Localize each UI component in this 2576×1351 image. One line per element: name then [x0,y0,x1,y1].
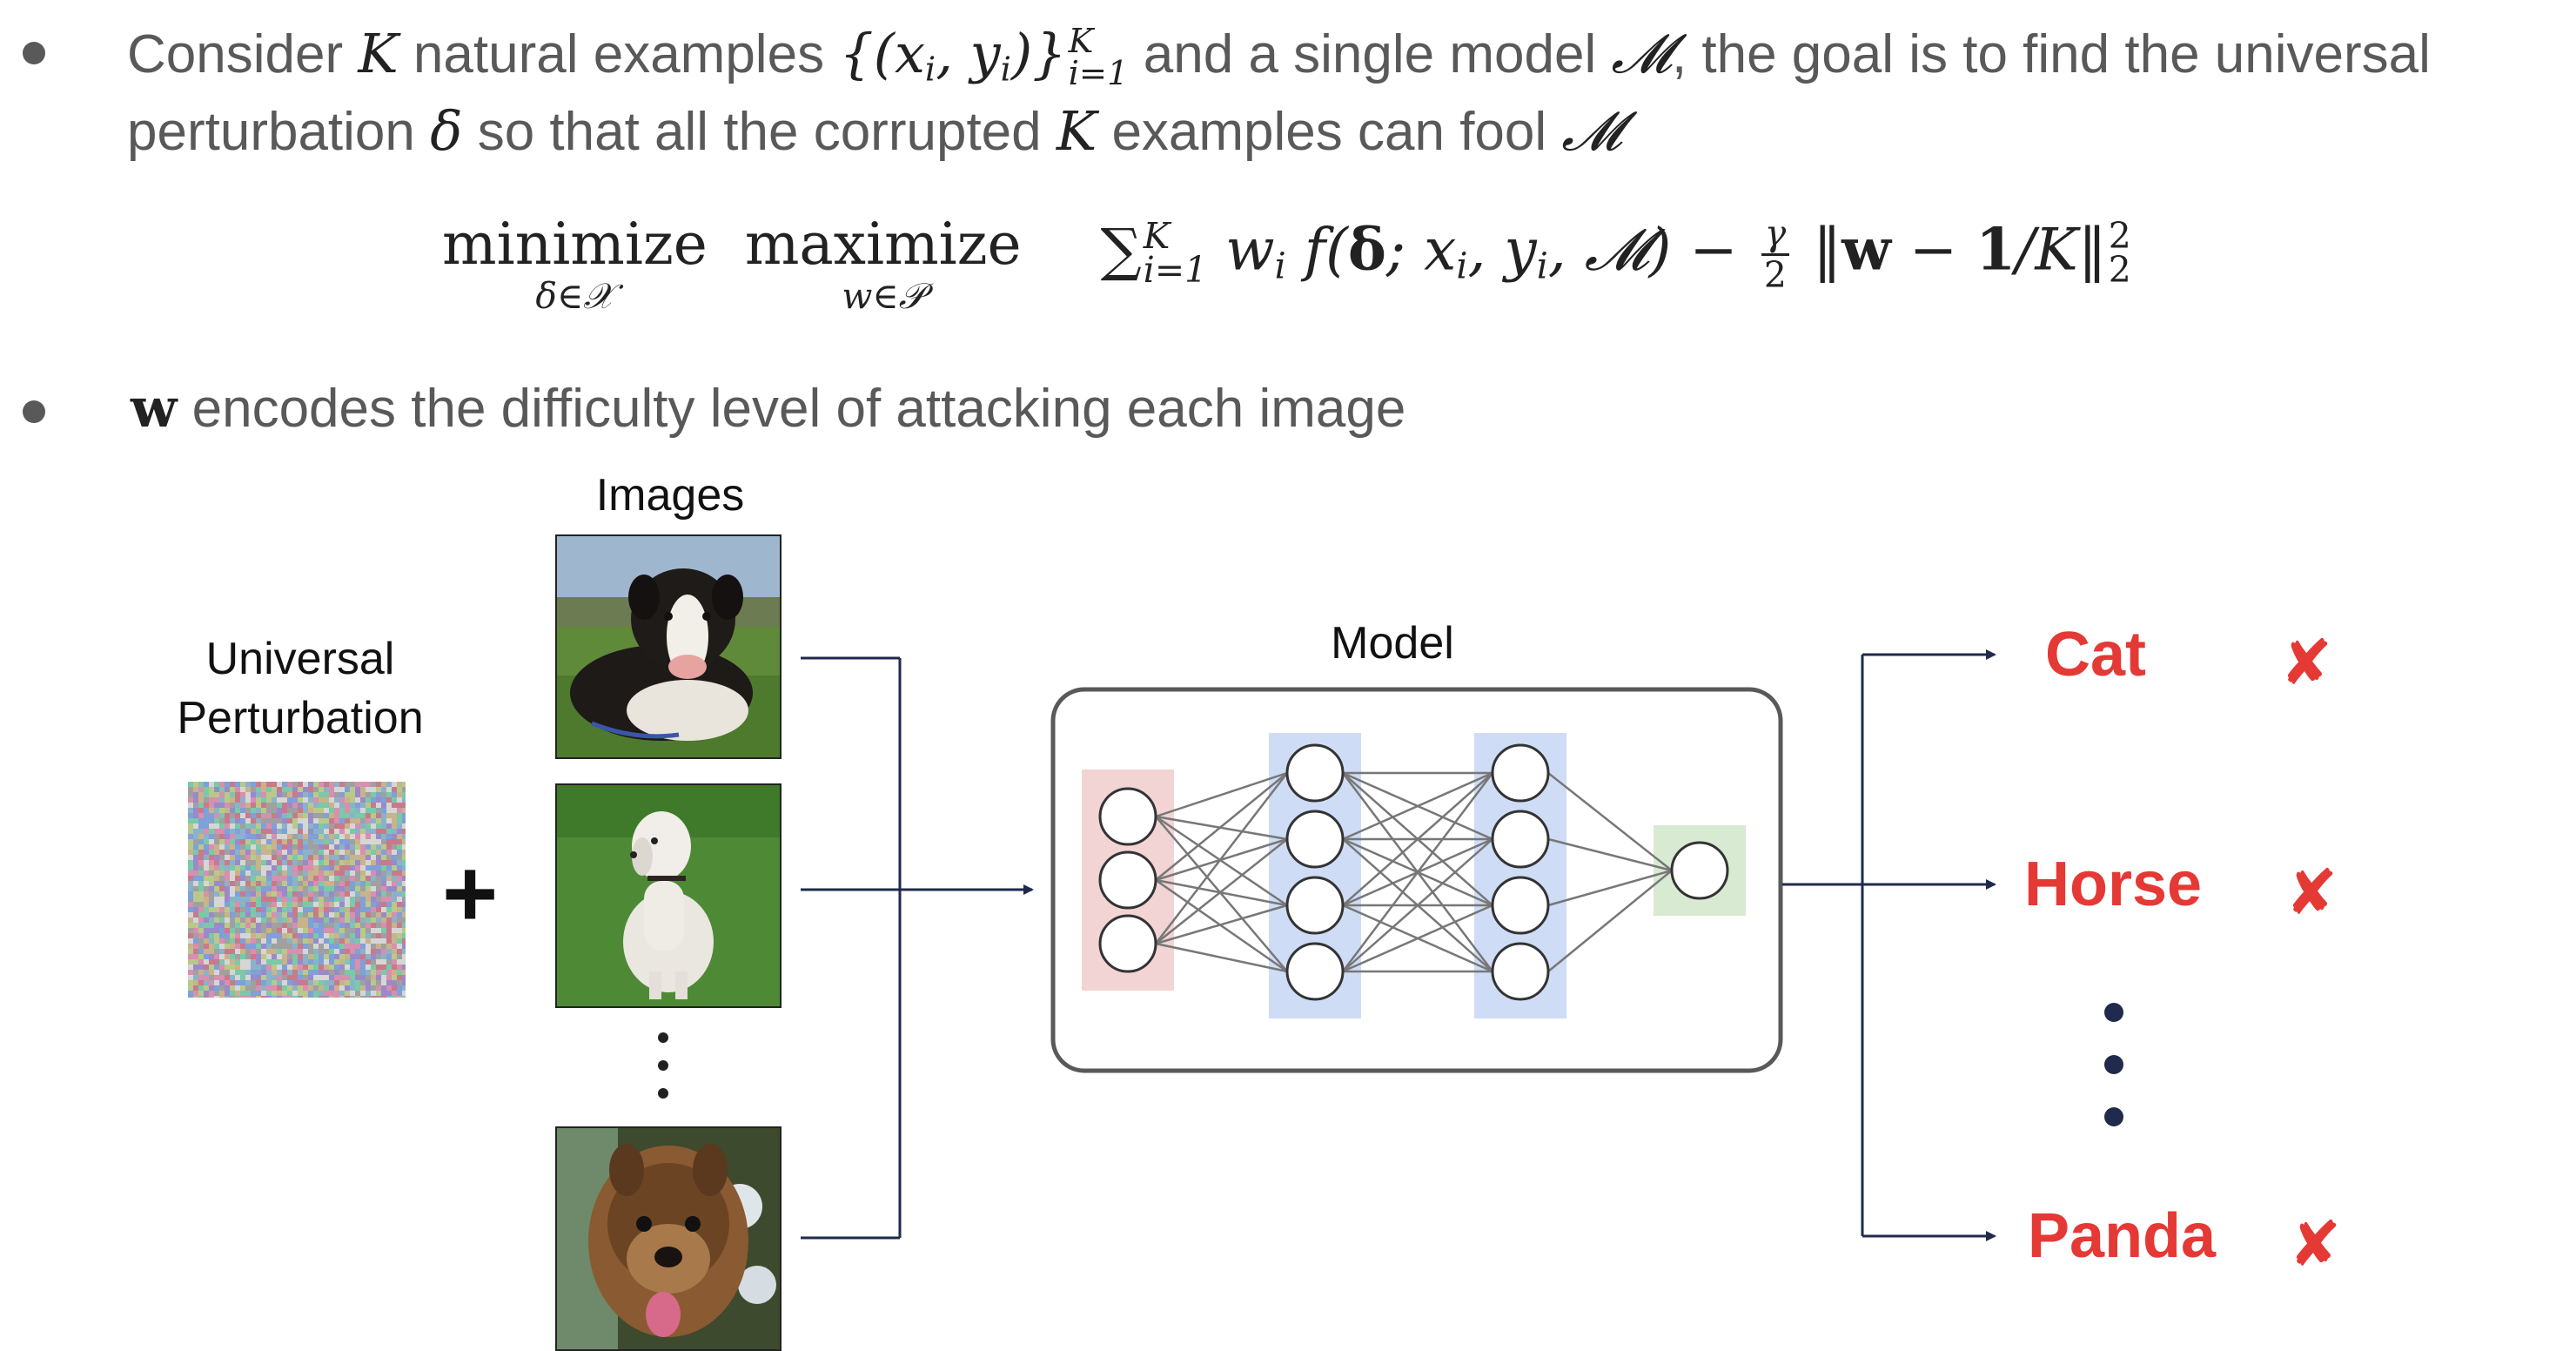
neuron-node [1098,850,1157,910]
ellipsis-dot [2104,1003,2123,1022]
neuron-node [1491,942,1550,1001]
network-edge [1155,904,1288,945]
network-edge [1342,838,1493,972]
neuron-node [1285,810,1345,869]
network-edge [1155,771,1288,818]
var-m: 𝓜 [1561,99,1622,163]
network-edge [1342,772,1493,972]
var-delta: δ [430,99,463,163]
network-edges [1155,771,1673,973]
ellipsis-dot [2104,1107,2123,1126]
network-edge [1342,771,1493,841]
images-label: Images [595,470,745,521]
output-label-horse: Horse [2024,850,2203,919]
network-edge [1547,772,1673,871]
output-label-panda: Panda [2028,1201,2217,1271]
neuron-node [1491,810,1550,869]
network-edge [1155,816,1288,972]
output-bracket [1782,655,1864,1236]
network-nodes [1098,743,1729,1001]
universal-perturbation-label: Universal Perturbation [177,634,424,743]
network-edge [1547,870,1673,972]
neuron-node [1491,743,1550,803]
network-edge [1342,772,1493,906]
neuron-node [1491,876,1550,935]
network-edge [1342,904,1493,973]
bullet-point [23,400,45,423]
network-edge [1155,878,1288,973]
cross-mark-icon: ✘ [2289,1210,2342,1280]
network-edge [1155,772,1288,881]
bullet-point [23,42,45,64]
bullet-2: w encodes the difficulty level of attack… [131,376,1406,440]
network-edge [1155,942,1288,973]
network-edge [1547,869,1673,907]
dog-image-1 [555,534,782,759]
ellipsis-dot [2104,1055,2123,1074]
model-label: Model [1331,618,1454,669]
network-edge [1155,772,1288,944]
neuron-node [1285,942,1345,1001]
input-bracket [801,656,902,1240]
network-edge [1155,838,1288,944]
universal-perturbation-noise-image [188,782,406,998]
output-label-cat: Cat [2045,620,2147,689]
dog-image-3 [555,1126,782,1351]
var-k: K [1056,99,1097,163]
neuron-node [1670,841,1729,900]
neuron-node [1285,876,1345,935]
network-edge [1155,815,1288,907]
neuron-node [1098,787,1157,846]
var-m: 𝓜 [1611,22,1672,86]
neuron-node [1285,743,1345,803]
ellipsis-dot [658,1088,668,1099]
plus-sign: + [442,840,499,947]
cross-mark-icon: ✘ [2280,628,2333,698]
network-edge [1547,837,1673,872]
ellipsis-dot [658,1032,668,1043]
dog-image-2 [555,783,782,1008]
model-box [1050,687,1783,1073]
var-k: K [358,22,399,86]
ellipsis-dot [658,1060,668,1071]
cross-mark-icon: ✘ [2285,858,2338,928]
var-w: w [131,376,178,440]
neuron-node [1098,914,1157,973]
bullet-1-line-2: perturbation δ so that all the corrupted… [127,99,1622,163]
